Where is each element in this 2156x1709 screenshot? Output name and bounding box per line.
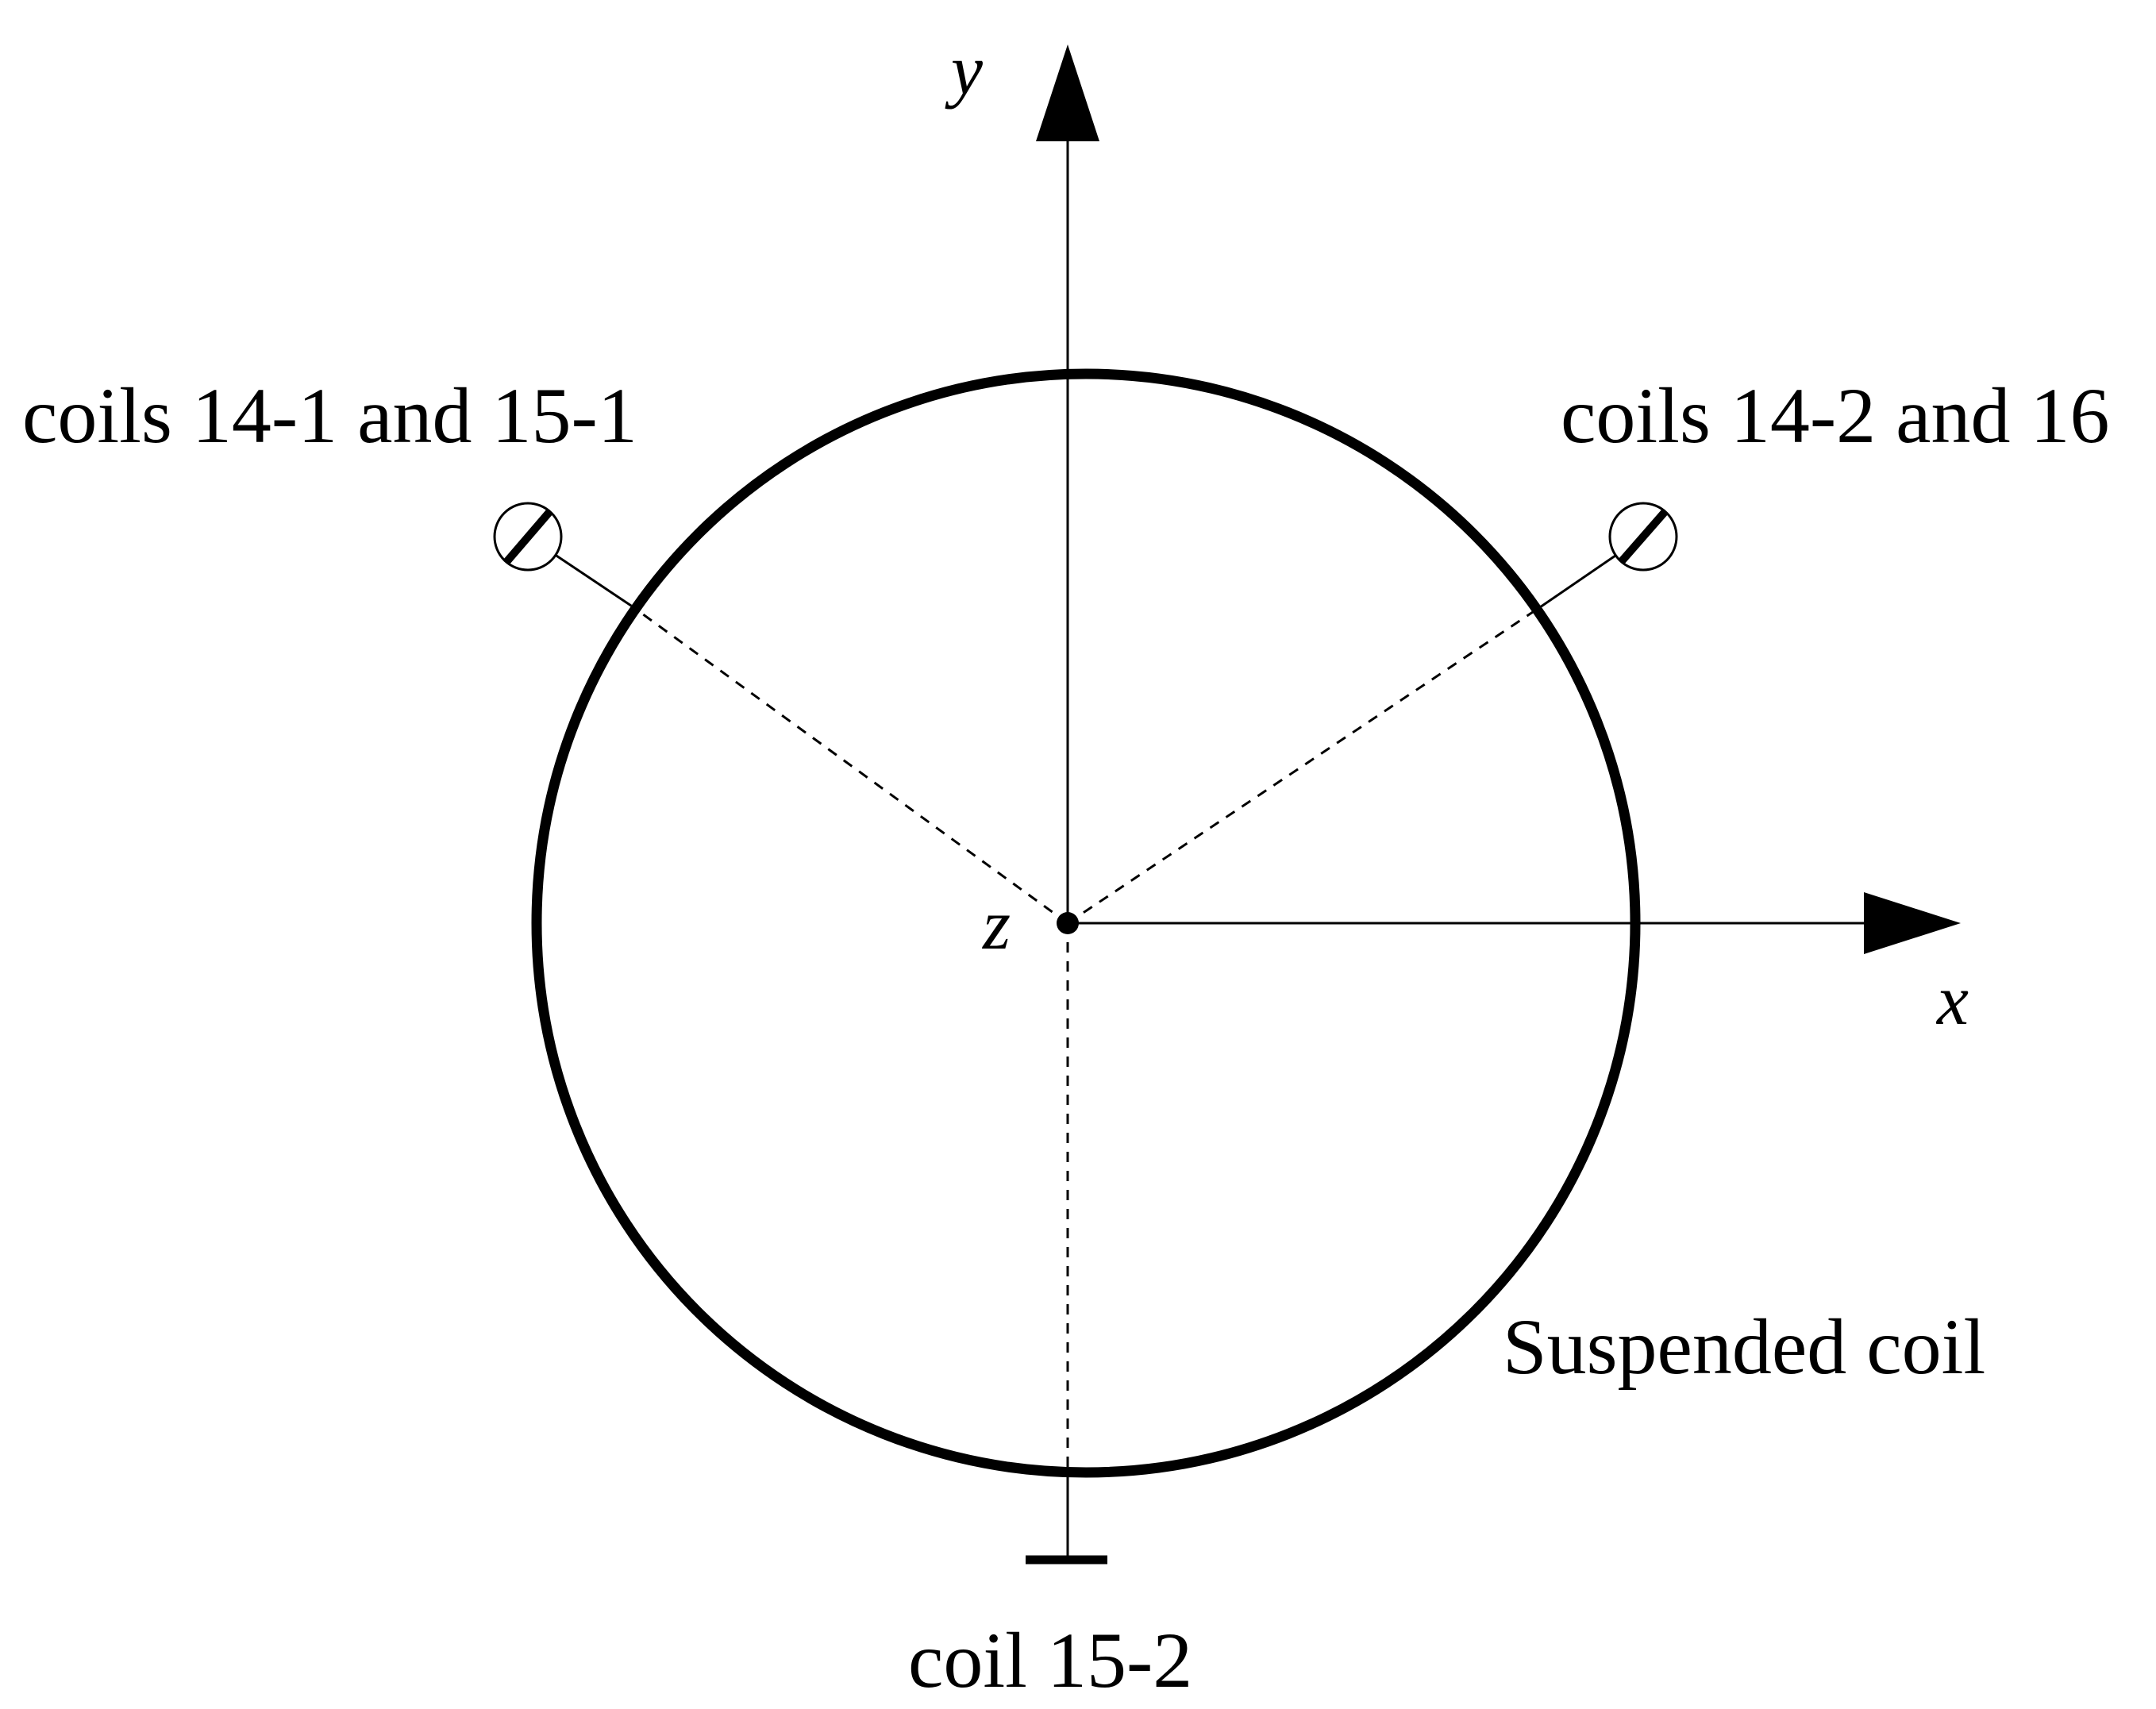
y-axis-arrowhead	[1036, 44, 1099, 141]
coil-14-2-16-slash	[1618, 508, 1669, 565]
x-axis-label: x	[1935, 961, 1969, 1040]
origin-point	[1057, 912, 1079, 934]
y-axis-label: y	[945, 31, 983, 110]
coil-15-2-label: coil 15-2	[908, 1616, 1192, 1704]
coil-14-1-15-1-slash	[503, 508, 553, 565]
coil-14-2-16-label: coils 14-2 and 16	[1561, 371, 2110, 460]
x-axis-arrowhead	[1864, 892, 1961, 954]
suspended-coil-label: Suspended coil	[1503, 1303, 1985, 1391]
right-dashed-line	[1067, 606, 1541, 925]
coil-14-1-15-1-label: coils 14-1 and 15-1	[22, 371, 637, 460]
left-dashed-line	[630, 604, 1068, 925]
z-axis-label: z	[981, 886, 1011, 964]
